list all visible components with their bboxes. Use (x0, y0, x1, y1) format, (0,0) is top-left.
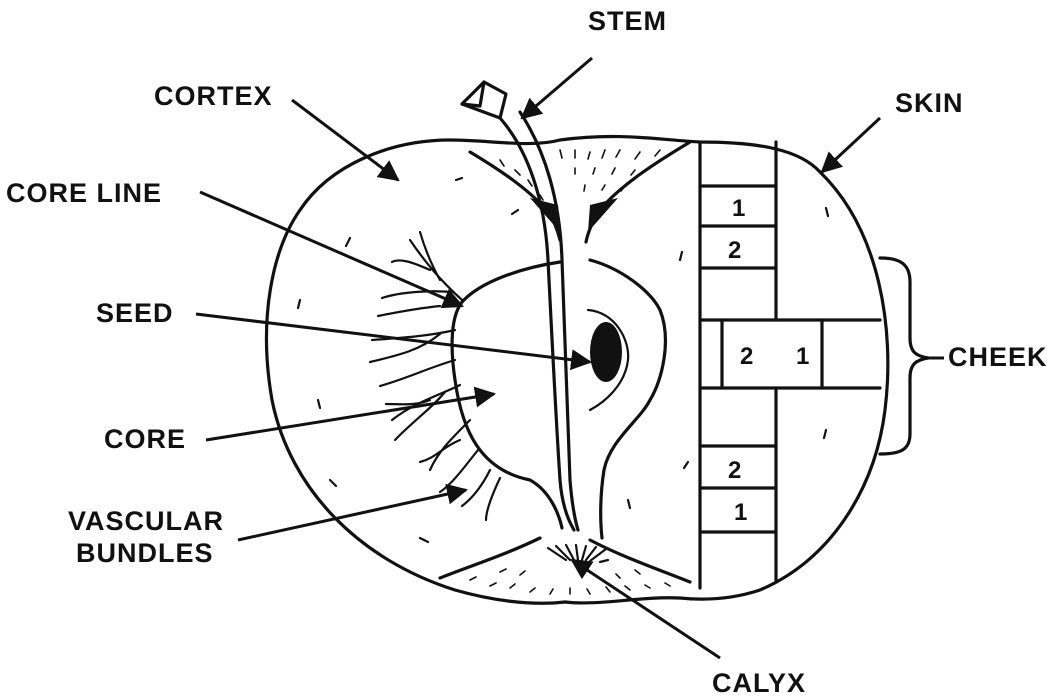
cell-upper-2: 2 (728, 237, 741, 264)
skin-arrow (822, 118, 880, 172)
cell-middle-1: 1 (796, 343, 809, 370)
core-outline-right (590, 260, 665, 538)
label-core: CORE (104, 424, 186, 454)
label-cheek: CHEEK (948, 342, 1048, 372)
cell-lower-1: 1 (734, 499, 747, 526)
label-stem: STEM (588, 6, 667, 36)
cell-upper-1: 1 (732, 195, 745, 222)
core-line-arrow (200, 192, 462, 306)
calyx-arrow (572, 560, 720, 658)
cell-lower-2: 2 (728, 457, 741, 484)
seed (590, 322, 622, 382)
calyx-stipple (470, 545, 670, 594)
label-calyx: CALYX (712, 668, 806, 698)
core-arrow (206, 394, 494, 440)
apple-skin-outline (267, 137, 888, 604)
label-core-line: CORE LINE (6, 178, 162, 208)
stem-shaft (520, 112, 578, 530)
stem-cavity-shadow-right (588, 198, 618, 232)
stem-arrow (522, 58, 592, 118)
sampling-grid (700, 142, 880, 588)
stem-cavity (470, 142, 690, 242)
label-vascular: VASCULAR (68, 506, 224, 536)
core-outline-left (452, 262, 562, 528)
label-skin: SKIN (895, 88, 964, 118)
seed-arrow (196, 314, 590, 362)
cell-middle-2: 2 (740, 343, 753, 370)
label-cortex: CORTEX (154, 81, 273, 111)
label-seed: SEED (96, 298, 174, 328)
label-bundles: BUNDLES (76, 538, 214, 568)
